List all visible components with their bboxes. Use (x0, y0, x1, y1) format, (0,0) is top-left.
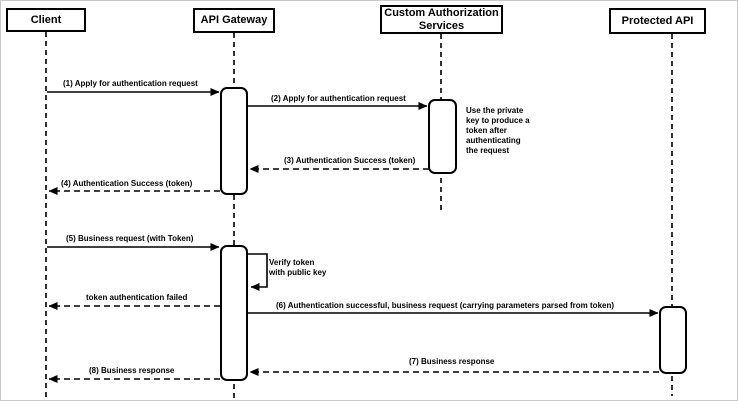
participant-client: Client (6, 8, 86, 32)
activation-custom-authorization-services (428, 99, 457, 174)
self-message-verify-token-label: Verify token with public key (269, 258, 327, 277)
activation-api-gateway-business (220, 245, 248, 381)
message-label-7: (7) Business response (409, 357, 495, 366)
message-label-4: (4) Authentication Success (token) (61, 179, 193, 188)
message-label-1: (1) Apply for authentication request (63, 79, 198, 88)
participant-custom-authorization-services: Custom Authorization Services (380, 5, 503, 34)
participant-protected-api: Protected API (609, 8, 706, 34)
participant-custom-authorization-services-label: Custom Authorization Services (384, 6, 499, 32)
participant-protected-api-label: Protected API (621, 14, 694, 27)
message-label-2: (2) Apply for authentication request (271, 94, 406, 103)
activation-api-gateway-auth (220, 87, 248, 195)
participant-client-label: Client (30, 13, 62, 26)
message-label-8: (8) Business response (89, 366, 175, 375)
arrow-self-verify-token (247, 253, 268, 291)
participant-api-gateway: API Gateway (193, 8, 275, 33)
message-label-6: (6) Authentication successful, business … (276, 301, 615, 310)
message-label-3: (3) Authentication Success (token) (284, 156, 416, 165)
message-label-token-failed: token authentication failed (86, 293, 188, 302)
note-private-key: Use the private key to produce a token a… (466, 106, 530, 155)
activation-protected-api (659, 306, 687, 374)
message-label-5: (5) Business request (with Token) (66, 234, 194, 243)
participant-api-gateway-label: API Gateway (200, 14, 268, 26)
